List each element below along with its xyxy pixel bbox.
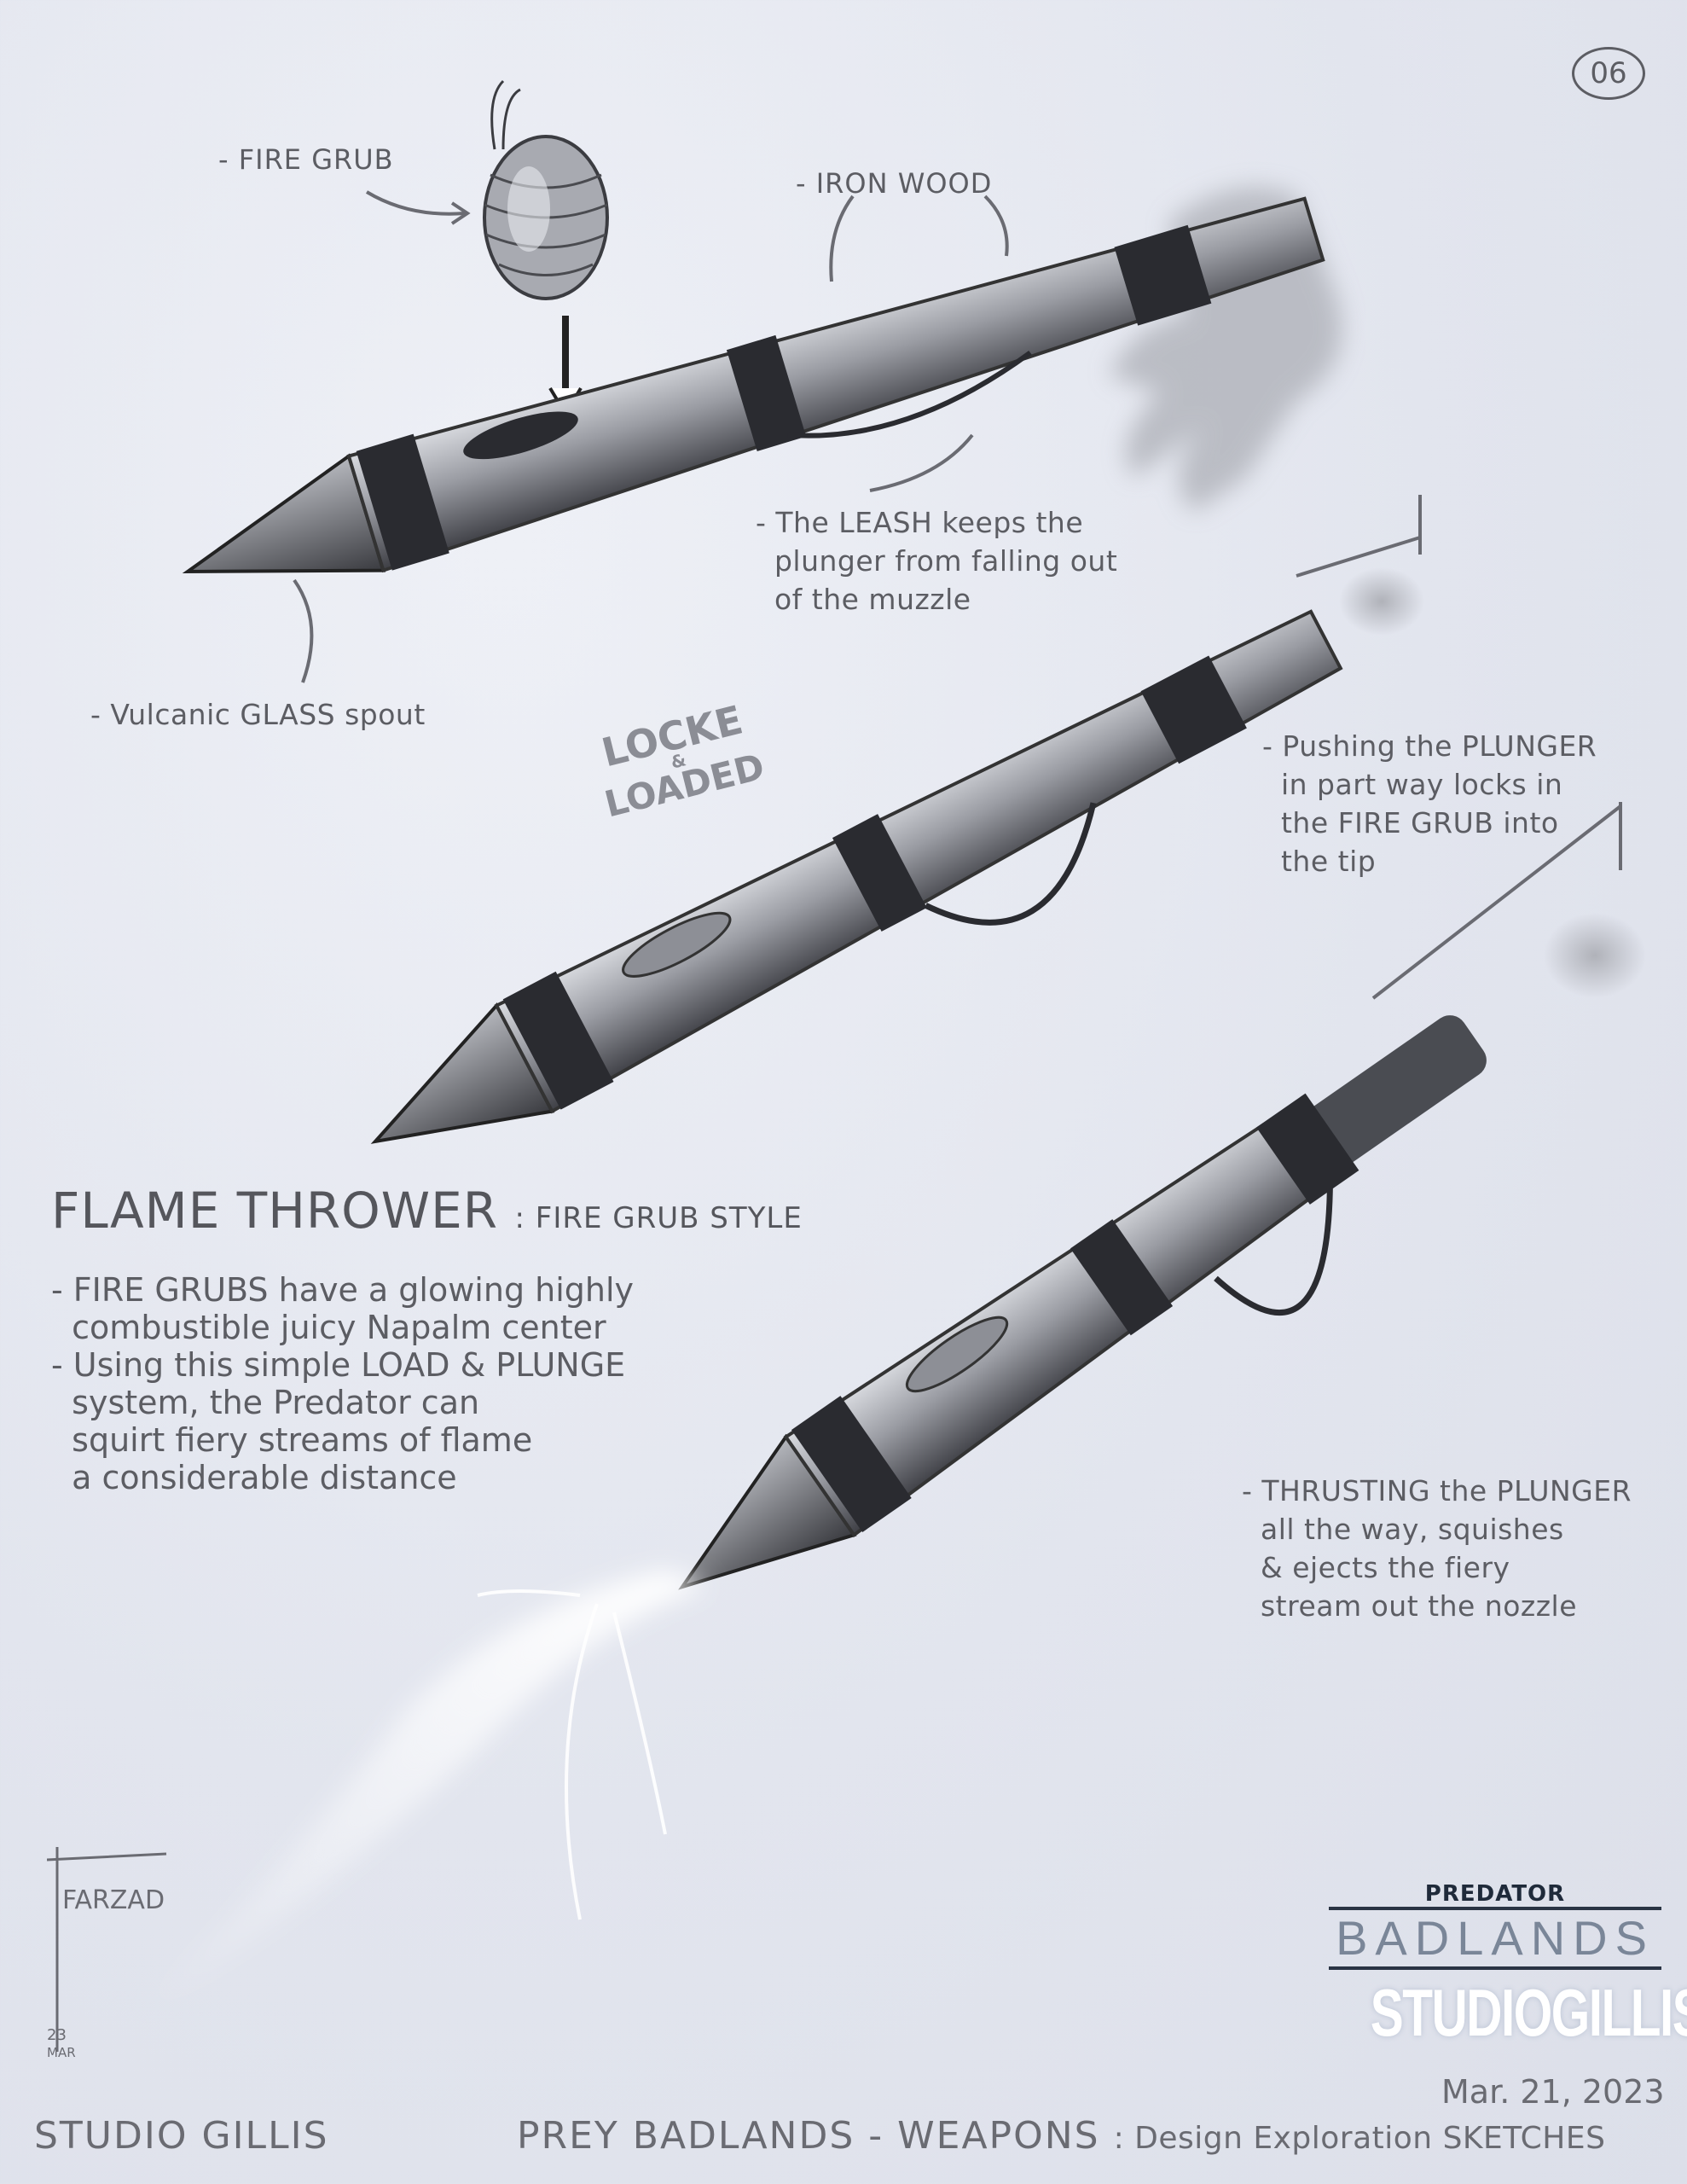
page-number: 06 [1572,47,1645,100]
callout-pushing: - Pushing the PLUNGER in part way locks … [1262,729,1597,878]
footer-project: PREY BADLANDS - WEAPONS : Design Explora… [517,2114,1605,2158]
footer-studio: STUDIO GILLIS [34,2114,329,2158]
flamethrower-sketch-2 [370,609,1343,1144]
signature-name: FARZAD [62,1885,165,1915]
callout-leash: - The LEASH keeps the plunger from falli… [756,506,1118,616]
description-bullets: - FIRE GRUBS have a glowing highly combu… [51,1271,635,1496]
logo-studio-gillis: STUDIOGILLIS [1370,1975,1687,2050]
callout-iron-wood: - IRON WOOD [796,167,993,200]
studio-logo: PREDATOR BADLANDS STUDIOGILLIS [1329,1881,1687,2055]
page-title: FLAME THROWER : FIRE GRUB STYLE [51,1182,803,1240]
logo-badlands: BADLANDS [1329,1910,1661,1970]
title-subtitle: : FIRE GRUB STYLE [514,1201,803,1235]
signature-day: 23 [47,2026,67,2044]
logo-predator: PREDATOR [1329,1881,1661,1910]
callout-fire-grub: - FIRE GRUB [218,143,394,176]
artist-signature: FARZAD 23 MAR [46,1847,175,2072]
sketch-date: Mar. 21, 2023 [1441,2073,1665,2111]
flamethrower-sketch-1 [182,196,1325,574]
signature-mark [46,1847,167,2052]
annotation-arrows [293,190,1622,1000]
callout-thrusting: - THRUSTING the PLUNGER all the way, squ… [1242,1474,1632,1623]
flamethrower-sketch-3 [678,1015,1487,1590]
footer-project-name: PREY BADLANDS - WEAPONS [517,2114,1100,2158]
callout-spout: - Vulcanic GLASS spout [90,698,426,731]
title-main: FLAME THROWER [51,1182,499,1240]
fire-grub-icon [483,79,609,300]
flame-stream [128,1570,708,2022]
footer-description: : Design Exploration SKETCHES [1113,2121,1606,2156]
signature-month: MAR [47,2045,76,2060]
